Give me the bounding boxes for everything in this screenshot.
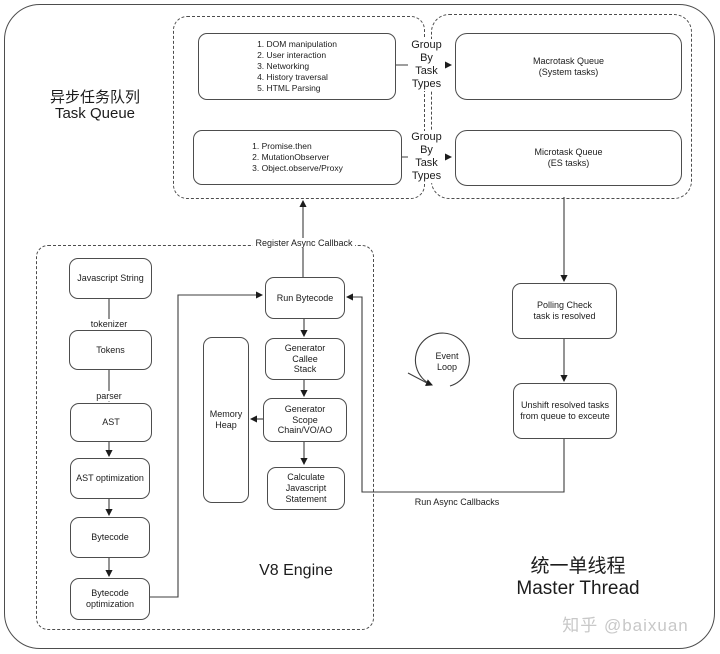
tokens-box: Tokens [69,330,152,370]
master-thread-title-zh: 统一单线程 [530,556,626,577]
ast-optimization-label: AST optimization [76,473,144,484]
generator-callee-stack-label: Generator Callee Stack [284,343,326,375]
bytecode-optimization-box: Bytecode optimization [70,578,150,620]
run-async-callbacks-text: Run Async Callbacks [412,497,502,507]
run-bytecode-label: Run Bytecode [276,292,334,303]
microtask-sources-box: 1. Promise.then 2. MutationObserver 3. O… [193,130,402,185]
tokenizer-text: tokenizer [88,319,130,329]
generator-scope-chain-label: Generator Scope Chain/VO/AO [277,403,333,436]
macrotask-queue-label: Macrotask Queue (System tasks) [532,55,605,77]
macrotask-sources-box: 1. DOM manipulation 2. User interaction … [198,33,396,100]
unshift-tasks-label: Unshift resolved tasks from queue to exc… [520,400,610,421]
generator-scope-chain-box: Generator Scope Chain/VO/AO [263,398,347,442]
parser-edge-label: parser [84,381,134,401]
tokenizer-edge-label: tokenizer [84,309,134,329]
task-source-group-box [173,16,425,199]
bytecode-box: Bytecode [70,517,150,558]
javascript-string-label: Javascript String [77,273,144,284]
event-loop-label: Event Loop [435,351,459,373]
ast-label: AST [102,417,120,428]
memory-heap-box: Memory Heap [203,337,249,503]
ast-optimization-box: AST optimization [70,458,150,499]
run-bytecode-box: Run Bytecode [265,277,345,319]
ast-box: AST [70,403,152,442]
task-queue-group-box [431,14,692,199]
group-by-task-types-label-2: Group By Task Types [408,131,445,183]
watermark: 知乎 @baixuan [562,616,689,635]
macrotask-sources-list: 1. DOM manipulation 2. User interaction … [257,38,337,94]
bytecode-optimization-label: Bytecode optimization [85,588,135,609]
polling-check-box: Polling Check task is resolved [512,283,617,339]
generator-callee-stack-box: Generator Callee Stack [265,338,345,380]
microtask-queue-label: Microtask Queue (ES tasks) [534,147,603,168]
microtask-sources-list: 1. Promise.then 2. MutationObserver 3. O… [252,140,343,174]
macrotask-queue-box: Macrotask Queue (System tasks) [455,33,682,100]
v8-engine-title: V8 Engine [259,562,333,579]
calculate-js-statement-box: Calculate Javascript Statement [267,467,345,510]
run-async-callbacks-label: Run Async Callbacks [397,487,517,507]
outer-frame [4,4,715,649]
microtask-queue-box: Microtask Queue (ES tasks) [455,130,682,186]
javascript-string-box: Javascript String [69,258,152,299]
register-async-callback-text: Register Async Callback [253,238,355,248]
bytecode-label: Bytecode [91,532,129,543]
register-async-callback-label: Register Async Callback [244,228,364,248]
master-thread-title-en: Master Thread [516,578,640,599]
task-queue-title-en: Task Queue [54,105,136,122]
calculate-js-statement-label: Calculate Javascript Statement [285,471,327,505]
task-queue-title-zh: 异步任务队列 [49,89,140,106]
memory-heap-label: Memory Heap [209,409,243,430]
unshift-tasks-box: Unshift resolved tasks from queue to exc… [513,383,617,439]
group-by-task-types-label-1: Group By Task Types [408,39,445,91]
tokens-label: Tokens [96,344,125,355]
polling-check-label: Polling Check task is resolved [533,300,596,321]
parser-text: parser [94,391,124,401]
